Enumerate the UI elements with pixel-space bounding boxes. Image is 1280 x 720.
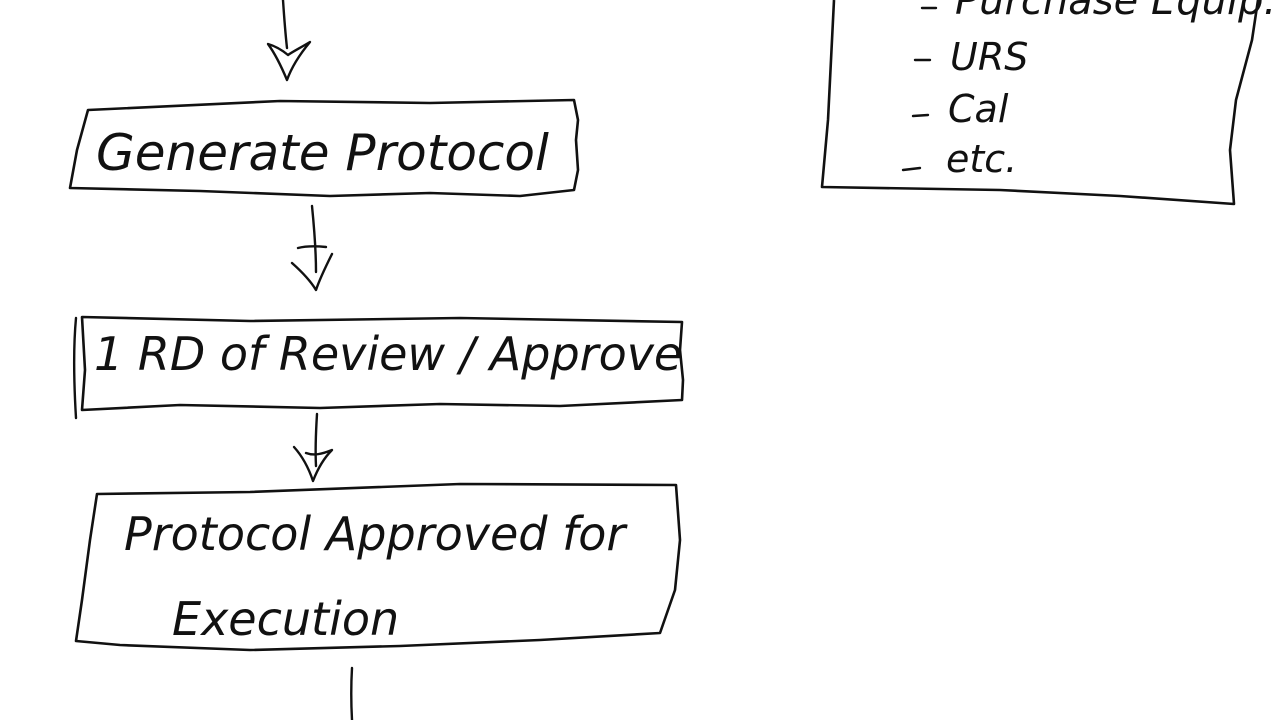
step-generate-protocol: Generate Protocol — [68, 98, 580, 198]
side-note-item-1: Purchase Equip. — [955, 0, 1276, 24]
side-note-item-2: URS — [950, 35, 1028, 79]
arrow-step1-to-step2 — [290, 204, 334, 292]
step-3-label-line-2: Execution — [172, 592, 399, 646]
step-review-approve: 1 RD of Review / Approve — [72, 315, 685, 420]
arrow-into-step-1 — [266, 0, 312, 82]
side-note-item-4: etc. — [946, 137, 1017, 181]
step-1-label: Generate Protocol — [96, 124, 549, 182]
step-3-label-line-1: Protocol Approved for — [124, 507, 628, 561]
arrow-out-of-step-3 — [350, 666, 354, 720]
step-2-label: 1 RD of Review / Approve — [94, 327, 682, 381]
arrow-step2-to-step3 — [292, 412, 334, 483]
side-note-item-3: Cal — [948, 87, 1009, 131]
step-protocol-approved: Protocol Approved for Execution — [74, 482, 682, 652]
side-note-box: Purchase Equip. URS Cal etc. — [820, 0, 1276, 206]
